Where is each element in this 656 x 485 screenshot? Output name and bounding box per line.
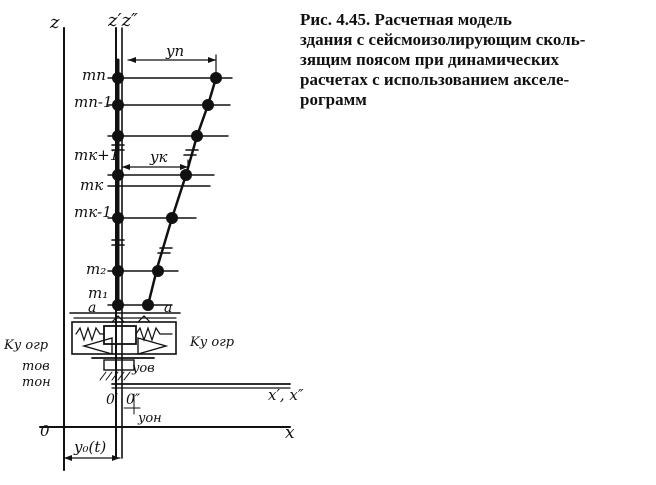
label-yn: yп xyxy=(165,42,184,60)
label-origin-01: 0′ xyxy=(106,392,119,408)
label-axis-z: z xyxy=(49,12,60,33)
wedge-right xyxy=(137,337,169,355)
mass-node-n-left xyxy=(112,72,124,84)
label-mass-m2: m₂ xyxy=(86,260,106,278)
wedge-left xyxy=(81,337,113,355)
label-origin-02: 0″ xyxy=(126,392,141,408)
label-mass-mn: mп xyxy=(82,66,106,84)
spring-right xyxy=(135,326,173,342)
sliding-block xyxy=(103,325,137,345)
label-mass-mk1: mк+1 xyxy=(74,146,119,164)
label-mass-mov: mов xyxy=(22,359,50,374)
label-mass-m1: m₁ xyxy=(88,284,108,302)
label-gap-a-left: a xyxy=(88,300,96,316)
spring-left xyxy=(75,326,105,342)
ground-hatch xyxy=(99,371,131,381)
label-yov: yов xyxy=(131,361,155,376)
label-mass-mon: mон xyxy=(22,375,51,390)
figure-caption: Рис. 4.45. Расчетная модель здания с сей… xyxy=(300,10,648,110)
label-yon: yон xyxy=(137,411,162,426)
label-gap-a-right: a xyxy=(164,300,172,316)
label-origin-0: 0 xyxy=(40,422,50,440)
label-axis-z-primes: z′z″ xyxy=(107,10,138,31)
label-yk: yк xyxy=(149,148,167,166)
label-spring-left: Kу огр xyxy=(3,338,49,353)
label-mass-mk: mк xyxy=(80,176,103,194)
label-y0: y₀(t) xyxy=(73,438,106,456)
label-mass-mn1: mп-1 xyxy=(74,93,113,111)
label-mass-mk-1: mк-1 xyxy=(74,203,112,221)
mass-node-n-right xyxy=(210,72,222,84)
caption-line: расчетах с использованием акселе- xyxy=(300,70,570,89)
support-triangles xyxy=(110,315,152,323)
label-axis-x: x xyxy=(285,423,295,443)
label-axis-x-primes: x′, x″ xyxy=(268,386,304,404)
caption-line: зящим поясом при динамических xyxy=(300,50,560,69)
break-marks xyxy=(111,144,199,254)
arrowheads xyxy=(64,57,216,461)
caption-line: здания с сейсмоизолирующим сколь- xyxy=(300,30,586,49)
label-spring-right: Kу огр xyxy=(189,335,235,350)
floor-lines xyxy=(107,77,233,306)
foundation-mass xyxy=(103,359,135,371)
mass-nodes xyxy=(112,72,222,311)
caption-line: рограмм xyxy=(300,90,367,109)
caption-line: Рис. 4.45. Расчетная модель xyxy=(300,10,512,29)
